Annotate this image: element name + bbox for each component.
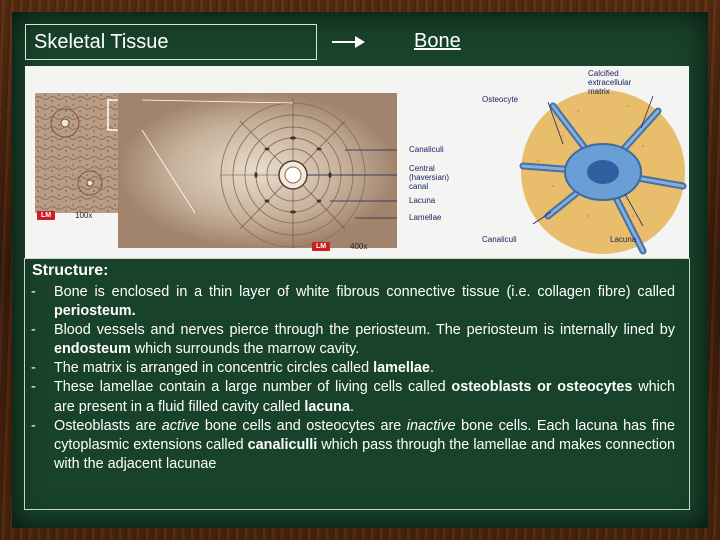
bone-micrograph-image (35, 93, 397, 248)
bullet-dash: - (31, 284, 36, 300)
bullet-text-segment: . (349, 398, 354, 415)
structure-bullet: - Osteoblasts are active bone cells and o… (31, 417, 675, 474)
bullet-text-segment: Osteoblasts are (54, 417, 162, 434)
bullet-text-segment: periosteum. (54, 303, 136, 320)
label-osteocyte: Osteocyte (482, 95, 519, 104)
structure-bullet-list: - Bone is enclosed in a thin layer of whi… (31, 283, 675, 474)
lm-badge-high: LM (312, 242, 331, 251)
arrow-head-icon (355, 36, 365, 48)
bone-figure: Canaliculi Central (haversian) canal Lac… (25, 66, 689, 258)
osteocyte-diagram (519, 90, 687, 255)
page-title: Skeletal Tissue (34, 31, 169, 53)
label-central-canal: Central (haversian) canal (409, 164, 450, 191)
label-calcified-matrix: Calcified extracellular matrix (588, 69, 632, 96)
bullet-text-segment: lacuna (304, 398, 350, 415)
label-lamellae: Lamellae (409, 213, 442, 222)
bullet-text-segment: . (429, 360, 434, 377)
bullet-text-segment: lamellae (373, 360, 430, 377)
label-canaliculi: Canaliculi (409, 145, 444, 154)
bullet-text-segment: which are present in a fluid filled cavi… (54, 379, 675, 415)
bone-link[interactable]: Bone (414, 30, 461, 52)
bullet-text-segment: bone cells. Each lacuna has fine cytopla… (54, 417, 675, 453)
bullet-dash: - (31, 360, 36, 377)
structure-bullet: - The matrix is arranged in concentric ci… (31, 359, 675, 378)
bullet-text-segment: Bone is enclosed in a thin layer of whit… (54, 284, 675, 300)
title-box: Skeletal Tissue (25, 24, 317, 60)
bullet-text-segment: osteoblasts or osteocytes (451, 379, 633, 396)
bullet-text-segment: These lamellae contain a large number of… (54, 379, 452, 396)
bullet-dash: - (31, 322, 36, 339)
magnification-high: 400x (350, 242, 368, 251)
structure-bullet: - Blood vessels and nerves pierce through… (31, 321, 675, 359)
bullet-text-segment: inactive (406, 417, 456, 434)
structure-bullet: - Bone is enclosed in a thin layer of whi… (31, 283, 675, 321)
bullet-text-segment: which surrounds the marrow cavity. (130, 341, 360, 358)
label-diagram-canaliculi: Canaliculi (482, 235, 517, 244)
bullet-text-segment: active (161, 417, 200, 434)
structure-bullet: - These lamellae contain a large number o… (31, 378, 675, 416)
bullet-text-segment: which pass through the lamellae and make… (54, 436, 675, 472)
lm-badge-low: LM (37, 211, 56, 220)
structure-panel: Structure: - Bone is enclosed in a thin l… (24, 258, 690, 510)
bullet-text-segment: bone cells and osteocytes are (199, 417, 407, 434)
bullet-text-segment: canaliculli (247, 436, 318, 453)
bullet-text-segment: The matrix is arranged in concentric cir… (54, 360, 374, 377)
arrow-right-icon (332, 41, 358, 43)
structure-heading: Structure: (32, 262, 109, 279)
bullet-text-segment: endosteum (54, 341, 131, 358)
magnification-low: 100x (75, 211, 93, 220)
bullet-dash: - (31, 379, 36, 396)
bullet-dash: - (31, 417, 36, 434)
label-lacuna: Lacuna (409, 196, 436, 205)
bullet-text-segment: Blood vessels and nerves pierce through … (54, 322, 675, 339)
label-diagram-lacuna: Lacuna (610, 235, 637, 244)
